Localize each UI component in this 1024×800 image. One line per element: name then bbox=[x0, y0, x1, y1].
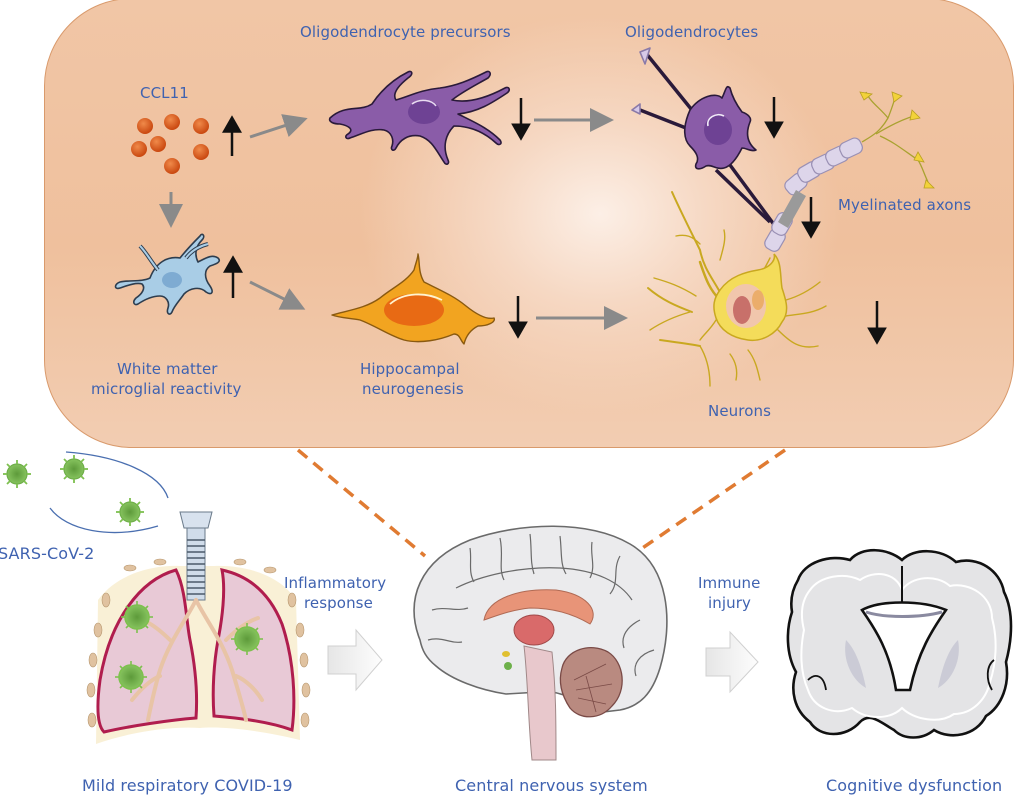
lungs-label: Mild respiratory COVID-19 bbox=[82, 776, 293, 795]
neural-progenitor-icon bbox=[331, 253, 495, 345]
lungs-icon bbox=[86, 511, 311, 744]
microglia-label-line2: microglial reactivity bbox=[91, 380, 242, 398]
cognitive-dysfunction-label: Cognitive dysfunction bbox=[826, 776, 1003, 795]
inflammatory-label-line2: response bbox=[304, 594, 373, 612]
flow-arrow-microglia-to-neurogenesis bbox=[249, 280, 306, 310]
block-arrow-icon-2 bbox=[705, 630, 759, 694]
opc-cell-icon bbox=[328, 70, 510, 165]
coronal-brain-icon bbox=[786, 548, 1013, 739]
flow-arrow-ccl11-to-opc bbox=[249, 114, 308, 139]
myelinated-axon-icon bbox=[764, 91, 935, 252]
inflammatory-label-line1: Inflammatory bbox=[284, 574, 387, 592]
neurons-label: Neurons bbox=[708, 402, 771, 420]
sars-cov-2-label: SARS-CoV-2 bbox=[0, 544, 95, 563]
oligodendrocyte-icon bbox=[631, 47, 780, 232]
oligodendrocytes-label: Oligodendrocytes bbox=[625, 23, 759, 41]
immune-label-line2: injury bbox=[708, 594, 751, 612]
microglia-label-line1: White matter bbox=[117, 360, 218, 378]
cellular-mechanism-panel bbox=[44, 0, 1014, 448]
opc-label: Oligodendrocyte precursors bbox=[300, 23, 511, 41]
dashed-connector-right bbox=[627, 448, 786, 560]
ccl11-particles-icon bbox=[131, 114, 209, 174]
block-arrow-icon-1 bbox=[327, 628, 383, 692]
neuron-body bbox=[713, 253, 788, 342]
immune-label-line1: Immune bbox=[698, 574, 761, 592]
virus-arc bbox=[49, 451, 169, 534]
myelinated-axons-label: Myelinated axons bbox=[838, 196, 972, 214]
virus-icon bbox=[3, 455, 144, 526]
cns-label: Central nervous system bbox=[455, 776, 648, 795]
dashed-connector-left bbox=[296, 448, 427, 558]
neurogenesis-label-line2: neurogenesis bbox=[362, 380, 464, 398]
microglia-cell-icon bbox=[114, 233, 221, 315]
sagittal-brain-icon bbox=[413, 525, 668, 761]
ccl11-label: CCL11 bbox=[140, 84, 189, 102]
neurogenesis-label-line1: Hippocampal bbox=[360, 360, 460, 378]
